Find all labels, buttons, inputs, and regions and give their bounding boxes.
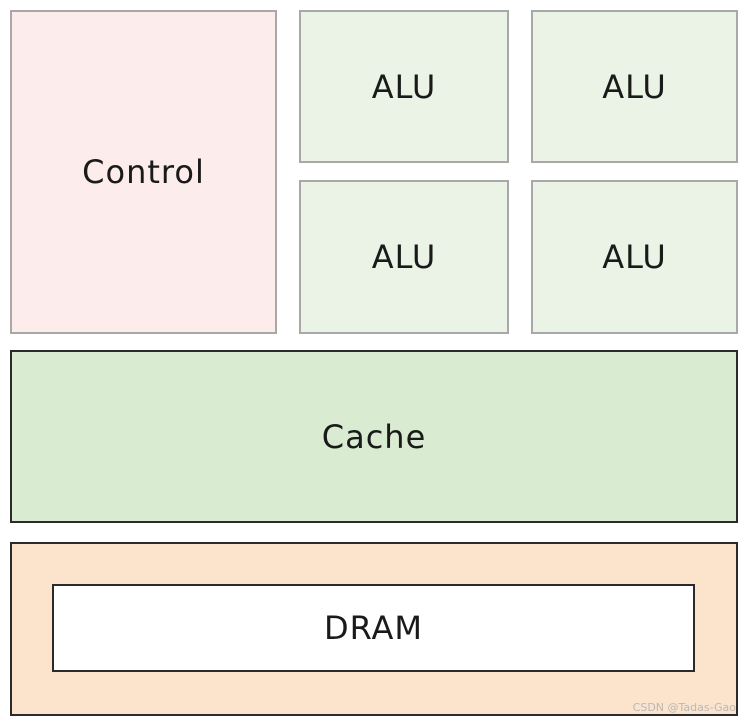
alu-block-4: ALU [531, 180, 738, 334]
cache-block: Cache [10, 350, 738, 523]
cache-label: Cache [321, 417, 427, 456]
control-label: Control [82, 153, 205, 191]
alu-block-3: ALU [299, 180, 509, 334]
alu-label: ALU [371, 238, 437, 276]
dram-label: DRAM [323, 609, 424, 647]
alu-label: ALU [602, 67, 667, 106]
alu-label: ALU [371, 67, 437, 106]
alu-block-1: ALU [299, 10, 509, 163]
watermark: CSDN @Tadas-Gao [632, 701, 736, 714]
dram-block: DRAM [52, 584, 695, 672]
alu-label: ALU [602, 238, 667, 276]
alu-block-2: ALU [531, 10, 738, 163]
control-block: Control [10, 10, 277, 334]
